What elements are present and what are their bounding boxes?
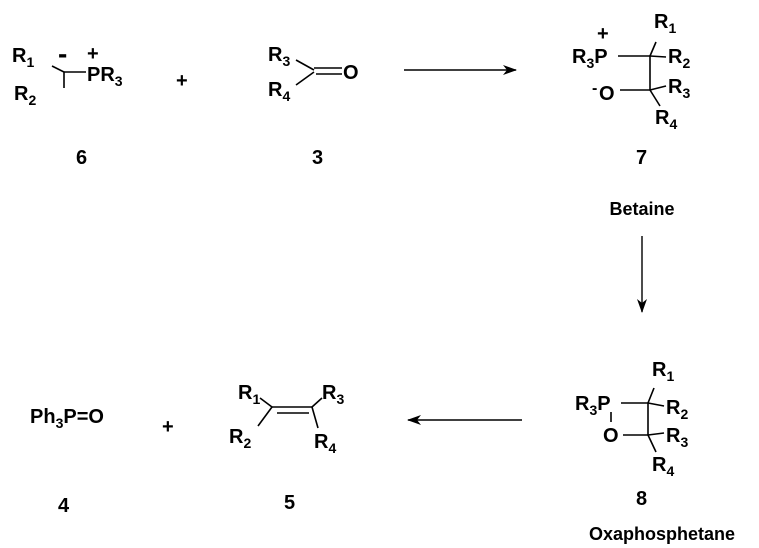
- betaine-r1-label: R1: [654, 11, 676, 36]
- compound-number-3: 3: [312, 147, 323, 169]
- oxaphosphetane-bond-r3: [647, 432, 665, 436]
- ylide-r2-label: R2: [14, 83, 36, 108]
- plus-sign-1: +: [176, 70, 188, 92]
- oxaphosphetane-r3-label: R3: [666, 425, 688, 450]
- oxaphosphetane-phosphorus-label: R3P: [575, 393, 611, 418]
- betaine-oxygen-label: O: [599, 83, 615, 105]
- alkene-bond-r3: [311, 397, 323, 408]
- betaine-bond-r2: [649, 55, 667, 58]
- ylide-structure: R1 R2 - + PR3: [12, 38, 123, 108]
- ylide-phosphonium-label: PR3: [87, 64, 123, 89]
- betaine-bond-r4: [649, 89, 661, 107]
- alkene-bond-r4: [311, 406, 319, 429]
- oxaphosphetane-bond-r2: [647, 402, 665, 407]
- carbonyl-bond-r4: [295, 71, 315, 86]
- oxaphosphetane-name: Oxaphosphetane: [589, 524, 735, 544]
- betaine-r3-label: R3: [668, 76, 690, 101]
- compound-number-6: 6: [76, 147, 87, 169]
- betaine-bond-r3: [649, 85, 667, 91]
- phosphine-oxide-label: Ph3P=O: [30, 406, 104, 431]
- oxaphosphetane-structure: R3P O R1 R2 R3 R4: [575, 359, 688, 479]
- betaine-r2-label: R2: [668, 46, 690, 71]
- betaine-oxide-charge: -: [592, 80, 597, 97]
- carbonyl-oxygen-label: O: [343, 62, 359, 84]
- oxaphosphetane-bond-r1: [647, 387, 655, 404]
- carbonyl-r3-label: R3: [268, 44, 290, 69]
- ylide-r1-label: R1: [12, 45, 34, 70]
- alkene-bond-r1: [259, 397, 273, 408]
- oxaphosphetane-r1-label: R1: [652, 359, 674, 384]
- betaine-structure: + R3P - O R1 R2 R3 R4: [572, 11, 690, 132]
- oxaphosphetane-r4-label: R4: [652, 454, 674, 479]
- alkene-structure: R1 R2 R3 R4: [229, 382, 344, 456]
- carbonyl-structure: R3 R4 O: [268, 44, 359, 104]
- alkene-r3-label: R3: [322, 382, 344, 407]
- plus-sign-2: +: [162, 416, 174, 438]
- alkene-r2-label: R2: [229, 426, 251, 451]
- carbonyl-bond-r3: [295, 59, 315, 71]
- compound-number-8: 8: [636, 488, 647, 510]
- alkene-bond-r2: [257, 406, 273, 427]
- betaine-bond-r1: [649, 41, 657, 57]
- oxaphosphetane-r2-label: R2: [666, 397, 688, 422]
- compound-number-4: 4: [58, 495, 70, 517]
- oxaphosphetane-oxygen-label: O: [603, 425, 619, 447]
- betaine-name: Betaine: [609, 199, 674, 219]
- oxaphosphetane-bond-r4: [647, 434, 657, 453]
- ylide-bond-r: [51, 65, 65, 88]
- ylide-minus-charge: -: [58, 38, 67, 69]
- alkene-r1-label: R1: [238, 382, 260, 407]
- ylide-plus-charge: +: [87, 43, 99, 65]
- compound-number-7: 7: [636, 147, 647, 169]
- betaine-r4-label: R4: [655, 107, 677, 132]
- alkene-r4-label: R4: [314, 431, 336, 456]
- betaine-plus-charge: +: [597, 23, 609, 45]
- carbonyl-r4-label: R4: [268, 79, 290, 104]
- betaine-phosphonium-label: R3P: [572, 46, 608, 71]
- compound-number-5: 5: [284, 492, 295, 514]
